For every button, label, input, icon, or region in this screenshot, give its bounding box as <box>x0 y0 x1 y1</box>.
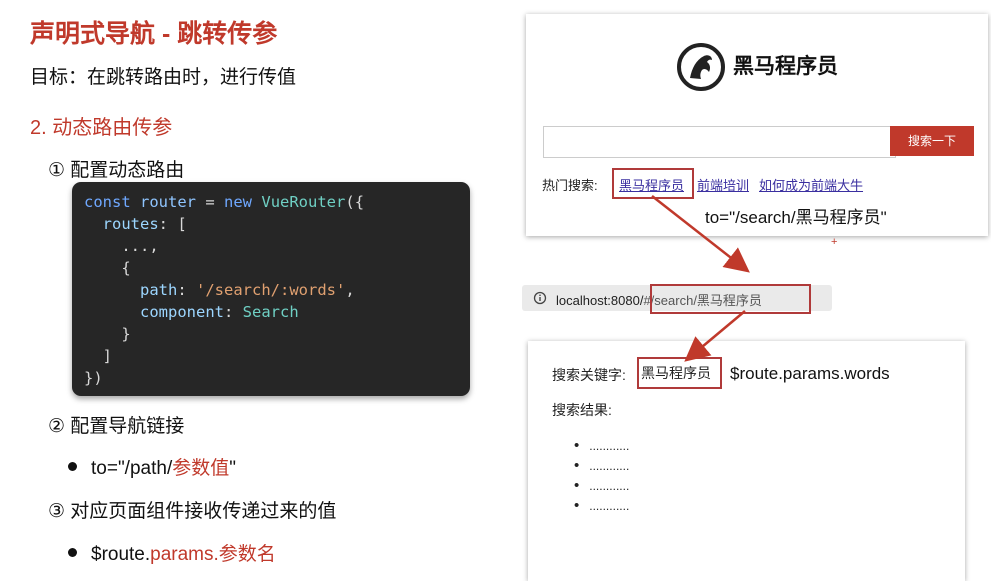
url-host: localhost:8080/ <box>556 293 644 308</box>
bullet-dot <box>68 462 77 472</box>
results-label: 搜索结果: <box>552 402 612 418</box>
url-text: localhost:8080/#/search/黑马程序员 <box>556 290 762 309</box>
code-line-3: ..., <box>84 237 159 255</box>
step-2: ② 配置导航链接 <box>48 416 185 437</box>
url-path: #/search/黑马程序员 <box>643 293 762 308</box>
results-list: ............ ............ ............ .… <box>574 436 629 516</box>
step-1: ① 配置动态路由 <box>48 160 185 181</box>
code-line-5: path: '/search/:words', <box>140 281 355 299</box>
code-block: const router = new VueRouter({ routes: [… <box>72 182 470 396</box>
to-annotation: to="/search/黑马程序员" <box>705 208 887 227</box>
arrow-url-to-keyword <box>684 310 746 362</box>
list-item: ............ <box>574 456 629 476</box>
code-line-6: component: Search <box>140 303 299 321</box>
code-line-2: routes: [ <box>102 215 187 233</box>
code-line-9: }) <box>84 369 103 387</box>
params-annotation: $route.params.words <box>730 364 890 383</box>
bullet-dot <box>68 548 77 558</box>
arrow-link-to-url <box>651 195 750 273</box>
keyword-value: 黑马程序员 <box>641 365 711 381</box>
hot-link-become-expert[interactable]: 如何成为前端大牛 <box>759 178 864 193</box>
code-line-4: { <box>84 259 131 277</box>
logo-text: 黑马程序员 <box>733 55 838 78</box>
bullet-route-red: params.参数名 <box>150 544 276 565</box>
keyword-label: 搜索关键字: <box>552 367 626 383</box>
hot-search-label: 热门搜索: <box>542 178 598 193</box>
hot-link-frontend-training[interactable]: 前端培训 <box>697 178 750 193</box>
address-bar[interactable] <box>522 285 832 311</box>
slide-goal: 目标：在跳转路由时，进行传值 <box>30 67 297 88</box>
code-line-8: ] <box>84 347 112 365</box>
highlight-box-keyword <box>637 357 722 389</box>
bullet-route-params: $route.params.参数名 <box>68 539 276 566</box>
bullet-to-plain: to="/path/ <box>91 458 173 479</box>
bullet-to-end: " <box>229 458 236 479</box>
highlight-box-url-path <box>650 284 811 314</box>
list-item: ............ <box>574 476 629 496</box>
code-line-1: const router = new VueRouter({ <box>84 193 365 211</box>
hot-link-heima[interactable]: 黑马程序员 <box>619 178 685 193</box>
section-heading: 2. 动态路由传参 <box>30 117 173 139</box>
search-button[interactable]: 搜索一下 <box>890 126 974 156</box>
info-icon <box>533 291 547 305</box>
plus-mark: + <box>831 236 838 248</box>
list-item: ............ <box>574 436 629 456</box>
slide-title: 声明式导航 - 跳转传参 <box>30 20 278 48</box>
search-input[interactable] <box>543 126 896 158</box>
code-line-7: } <box>84 325 131 343</box>
search-page-screenshot <box>526 14 988 236</box>
bullet-to-red: 参数值 <box>172 458 230 479</box>
list-item: ............ <box>574 496 629 516</box>
horse-logo-icon <box>677 43 725 91</box>
code-text: const router = new VueRouter({ routes: [… <box>72 182 470 398</box>
step-3: ③ 对应页面组件接收传递过来的值 <box>48 501 337 522</box>
flow-arrows <box>651 195 750 362</box>
bullet-route-plain: $route. <box>91 544 151 565</box>
bullet-to-path: to="/path/参数值" <box>68 453 236 480</box>
